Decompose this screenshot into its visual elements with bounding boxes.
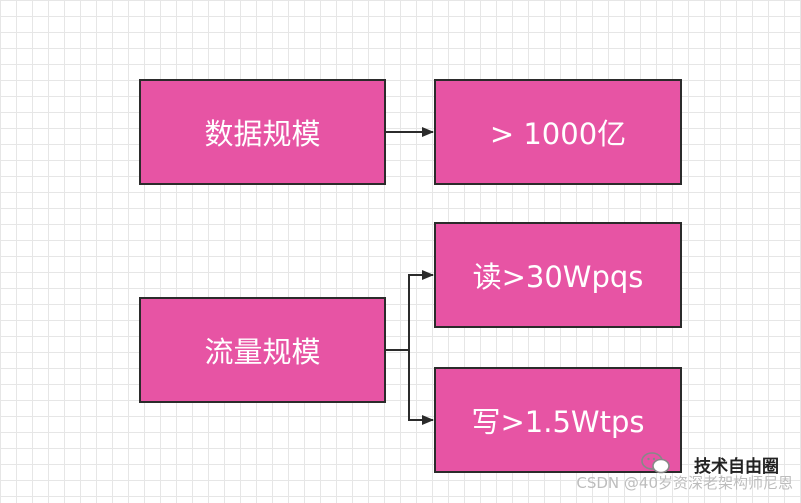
data-scale-label: 数据规模 (204, 117, 321, 151)
write-value-node: 写>1.5Wtps (434, 367, 682, 473)
watermark-csdn: CSDN @40岁资深老架构师尼恩 (576, 474, 793, 492)
data-value-label: > 1000亿 (489, 117, 627, 151)
read-value-node: 读>30Wpqs (434, 222, 682, 328)
data-scale-node: 数据规模 (139, 79, 386, 185)
write-value-label: 写>1.5Wtps (471, 405, 645, 439)
traffic-scale-label: 流量规模 (204, 335, 321, 369)
watermark-brand: 技术自由圈 (694, 457, 779, 477)
data-value-node: > 1000亿 (434, 79, 682, 185)
read-value-label: 读>30Wpqs (472, 260, 644, 294)
wechat-icon (641, 452, 670, 474)
traffic-scale-node: 流量规模 (139, 297, 386, 403)
